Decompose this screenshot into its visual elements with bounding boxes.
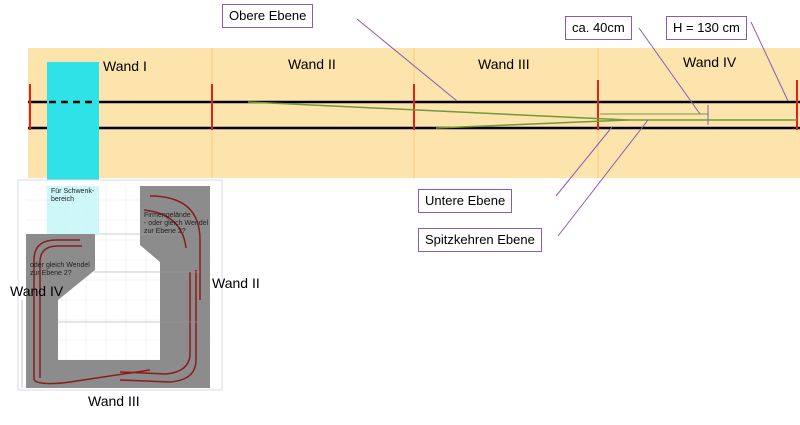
layout-area [26, 186, 210, 388]
leader-height [750, 21, 789, 102]
leader-untere [555, 126, 613, 197]
leader-spitz [557, 119, 649, 237]
wall-label-3: Wand III [478, 56, 530, 72]
plan-wall-label-left: Wand IV [10, 283, 64, 299]
note-helix: oder gleich Wendel zur Ebene 2? [30, 262, 90, 277]
callout-reversal-level: Spitzkehren Ebene [418, 228, 542, 252]
lower-track [435, 119, 629, 129]
wall-label-1: Wand I [103, 58, 147, 74]
leader-obere [356, 18, 458, 102]
ramp-track [247, 101, 629, 121]
wall-label-4: Wand IV [683, 54, 737, 70]
plan-dimensions [21, 233, 200, 388]
floor-plan [17, 179, 223, 391]
plan-wall-label-right: Wand II [212, 275, 260, 291]
leader-ca40 [638, 27, 701, 115]
callout-lower-level: Untere Ebene [418, 189, 513, 213]
callout-upper-level: Obere Ebene [222, 4, 314, 28]
plan-wall-label-bottom: Wand III [88, 393, 140, 409]
swivel-area-overlay [47, 186, 99, 234]
wall-label-2: Wand II [288, 56, 336, 72]
note-company-area: Firmengelände - oder gleich Wendel zur E… [144, 212, 209, 235]
note-swivel: Für Schwenk- bereich [51, 188, 95, 203]
callout-distance: ca. 40cm [565, 16, 632, 40]
plan-tracks [33, 195, 201, 385]
callout-height: H = 130 cm [666, 16, 747, 40]
